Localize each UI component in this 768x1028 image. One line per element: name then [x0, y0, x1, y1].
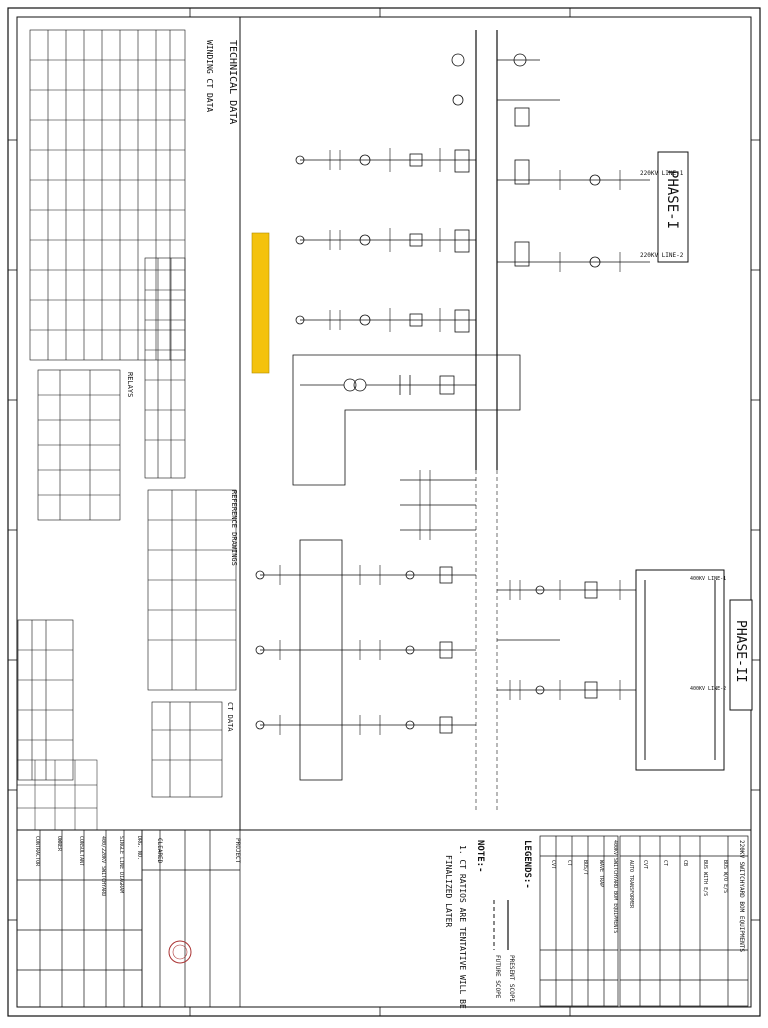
border-ticks	[8, 8, 760, 1016]
lower-bay-ticks	[279, 470, 431, 735]
bom-220-table	[619, 835, 749, 1007]
title-owner: OWNER	[56, 836, 62, 852]
revision-grid	[16, 759, 98, 831]
feeder-bays-220	[295, 53, 650, 333]
bom400-row-4: CVT	[550, 860, 556, 869]
bom220-row-7: AUTO TRANSFORMER	[628, 860, 634, 909]
phase2-box	[729, 599, 753, 711]
bom400-row-2: BUS/T	[582, 860, 588, 875]
line2-label: 220KV LINE-2	[640, 252, 684, 259]
bom220-row-2: BUS WITH E/S	[702, 860, 708, 896]
main-bus-bars	[475, 30, 498, 470]
auto-transformer-bay	[292, 354, 521, 486]
legends-title: LEGENDS:-	[522, 840, 532, 889]
bom400-row-3: CT	[566, 860, 572, 866]
technical-data-title: TECHNICAL DATA	[227, 40, 238, 124]
ct-data-title: CT DATA	[226, 702, 234, 732]
phase2-bus-section	[635, 569, 725, 771]
phase1-box	[657, 151, 689, 263]
inner-border	[16, 16, 752, 1008]
title-consultant: CONSULTANT	[78, 836, 84, 866]
approval-stamp-inner	[172, 944, 188, 960]
key-table	[17, 619, 74, 781]
feeder-equipment-ticks	[329, 148, 621, 332]
revision-block	[141, 829, 241, 1008]
bom220-row-5: CVT	[642, 860, 648, 869]
note-title: NOTE:-	[475, 840, 485, 873]
bom220-row-3: CB	[682, 860, 688, 866]
title-switchyard: 400/220KV SWITCHYARD	[100, 836, 106, 896]
present-scope-label: PRESENT SCOPE	[508, 955, 515, 1002]
note-line-2: FINALIZED LATER	[444, 855, 453, 927]
ct-data-table	[151, 701, 223, 798]
approval-stamp	[168, 940, 192, 964]
title-drg-no: DRG. NO.	[136, 836, 142, 860]
relays-title: RELAYS	[126, 372, 134, 397]
bom220-rows: BUS W/O E/S BUS WITH E/S CB CT CVT AUTO …	[628, 860, 728, 909]
cleared-label: CLEARED	[156, 838, 163, 864]
lower-bays	[255, 479, 476, 781]
project-label: PROJECT	[234, 838, 241, 864]
reference-drawings-title: REFERENCE DRAWINGS	[230, 490, 238, 566]
phase1-title: PHASE-I	[664, 170, 680, 229]
bom220-row-1: BUS W/O E/S	[722, 860, 728, 893]
bom400-header: 400KV SWITCHYARD BOM EQUIPMENTS	[612, 840, 618, 933]
title-sld: SINGLE LINE DIAGRAM	[118, 836, 124, 893]
phase2-title: PHASE-II	[733, 620, 748, 683]
bom-400-table	[539, 835, 619, 1007]
outer-border	[7, 7, 761, 1017]
bom220-header: 220KV SWITCHYARD BOM EQUIPMENTS	[738, 840, 745, 952]
bus-label-2: 400KV LINE-2	[690, 686, 726, 692]
relay-legend-table	[37, 369, 121, 521]
bus-label-1: 400KV LINE-1	[690, 576, 726, 582]
note-line-1: 1. CT RATIOS ARE TENTATIVE WILL BE	[458, 845, 467, 1009]
highlight-bar	[251, 232, 270, 374]
ct-table-1	[29, 29, 186, 361]
feeder400-ticks	[509, 580, 621, 700]
reference-drawings-table	[147, 489, 237, 691]
bom400-rows: WAVE TRAP BUS/T CT CVT	[550, 860, 604, 887]
bom400-row-1: WAVE TRAP	[598, 860, 604, 887]
future-scope-label: FUTURE SCOPE	[494, 955, 501, 999]
bom220-row-4: CT	[662, 860, 668, 866]
title-block-text: CONTRACTOR OWNER CONSULTANT 400/220KV SW…	[34, 836, 142, 896]
line1-label: 220KV LINE-1	[640, 170, 684, 177]
title-contractor: CONTRACTOR	[34, 836, 40, 867]
ct-table-2	[144, 257, 186, 479]
winding-data-title: WINDING CT DATA	[205, 40, 214, 112]
